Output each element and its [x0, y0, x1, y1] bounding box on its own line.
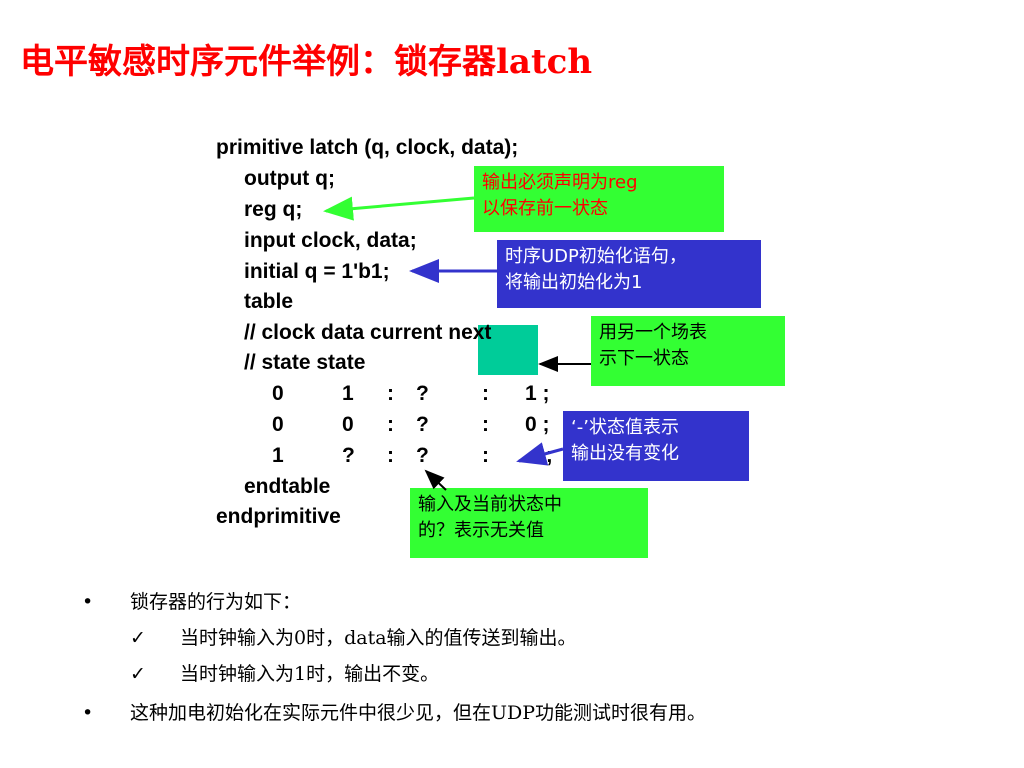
bullet-item: • 这种加电初始化在实际元件中很少见，但在UDP功能测试时很有用。 [82, 700, 707, 726]
table-cell-clock: 0 [272, 382, 284, 405]
checkmark-icon: ✓ [130, 663, 146, 685]
callout-initial-note: 时序UDP初始化语句， 将输出初始化为1 [497, 240, 761, 308]
callout-initial-line2: 将输出初始化为1 [505, 272, 643, 293]
bullet-dot-icon: • [82, 591, 94, 613]
bullet-dot-icon: • [82, 702, 94, 724]
code-line-input: input clock, data; [244, 229, 417, 252]
table-cell-next: - ; [533, 444, 553, 467]
code-line-reg: reg q; [244, 198, 303, 221]
bullet-text: 锁存器的行为如下： [130, 591, 302, 613]
table-cell-colon: : [387, 444, 394, 467]
table-cell-next: 0 ; [525, 413, 550, 436]
table-cell-data: 0 [342, 413, 354, 436]
callout-dash-line1: ‘-’状态值表示 [571, 417, 679, 438]
bullet-item: • 锁存器的行为如下： [82, 589, 302, 615]
table-cell-clock: 1 [272, 444, 284, 467]
table-cell-colon: : [482, 444, 489, 467]
callout-next-state-line2: 示下一状态 [599, 348, 689, 369]
callout-reg-note: 输出必须声明为reg 以保存前一状态 [474, 166, 724, 232]
table-cell-clock: 0 [272, 413, 284, 436]
code-line-endprimitive: endprimitive [216, 505, 341, 528]
callout-question-note: 输入及当前状态中 的？表示无关值 [410, 488, 648, 558]
table-cell-data: 1 [342, 382, 354, 405]
callout-question-line2: 的？表示无关值 [418, 520, 544, 541]
bullet-text: 当时钟输入为1时，输出不变。 [180, 663, 440, 685]
code-line-output: output q; [244, 167, 335, 190]
bullet-item: ✓ 当时钟输入为1时，输出不变。 [130, 661, 440, 687]
code-line-table: table [244, 290, 294, 313]
table-cell-data: ? [342, 444, 355, 467]
code-line-comment-header: // clock data current next [244, 321, 492, 344]
table-cell-colon: : [482, 413, 489, 436]
table-cell-current: ? [416, 413, 429, 436]
callout-dash-line2: 输出没有变化 [571, 443, 679, 464]
callout-question-line1: 输入及当前状态中 [418, 494, 562, 515]
state-highlight-block [478, 325, 538, 375]
code-line-endtable: endtable [244, 475, 331, 498]
table-cell-colon: : [387, 413, 394, 436]
checkmark-icon: ✓ [130, 627, 146, 649]
callout-initial-line1: 时序UDP初始化语句， [505, 246, 687, 267]
callout-next-state-note: 用另一个场表 示下一状态 [591, 316, 785, 386]
arrow-reg [323, 196, 475, 221]
bullet-text: 当时钟输入为0时，data输入的值传送到输出。 [180, 627, 577, 649]
callout-reg-line2: 以保存前一状态 [482, 198, 608, 219]
bullet-text: 这种加电初始化在实际元件中很少见，但在UDP功能测试时很有用。 [130, 702, 707, 724]
callout-dash-note: ‘-’状态值表示 输出没有变化 [563, 411, 749, 481]
table-cell-colon: : [482, 382, 489, 405]
table-cell-current: ? [416, 382, 429, 405]
code-line-comment-state: // state state [244, 351, 366, 374]
callout-next-state-line1: 用另一个场表 [599, 322, 707, 343]
slide-title: 电平敏感时序元件举例：锁存器latch [20, 42, 593, 82]
code-line-initial: initial q = 1'b1; [244, 260, 390, 283]
callout-reg-line1: 输出必须声明为reg [482, 172, 638, 193]
bullet-item: ✓ 当时钟输入为0时，data输入的值传送到输出。 [130, 625, 577, 651]
table-cell-current: ? [416, 444, 429, 467]
code-line-primitive: primitive latch (q, clock, data); [216, 136, 519, 159]
table-cell-colon: : [387, 382, 394, 405]
table-cell-next: 1 ; [525, 382, 550, 405]
